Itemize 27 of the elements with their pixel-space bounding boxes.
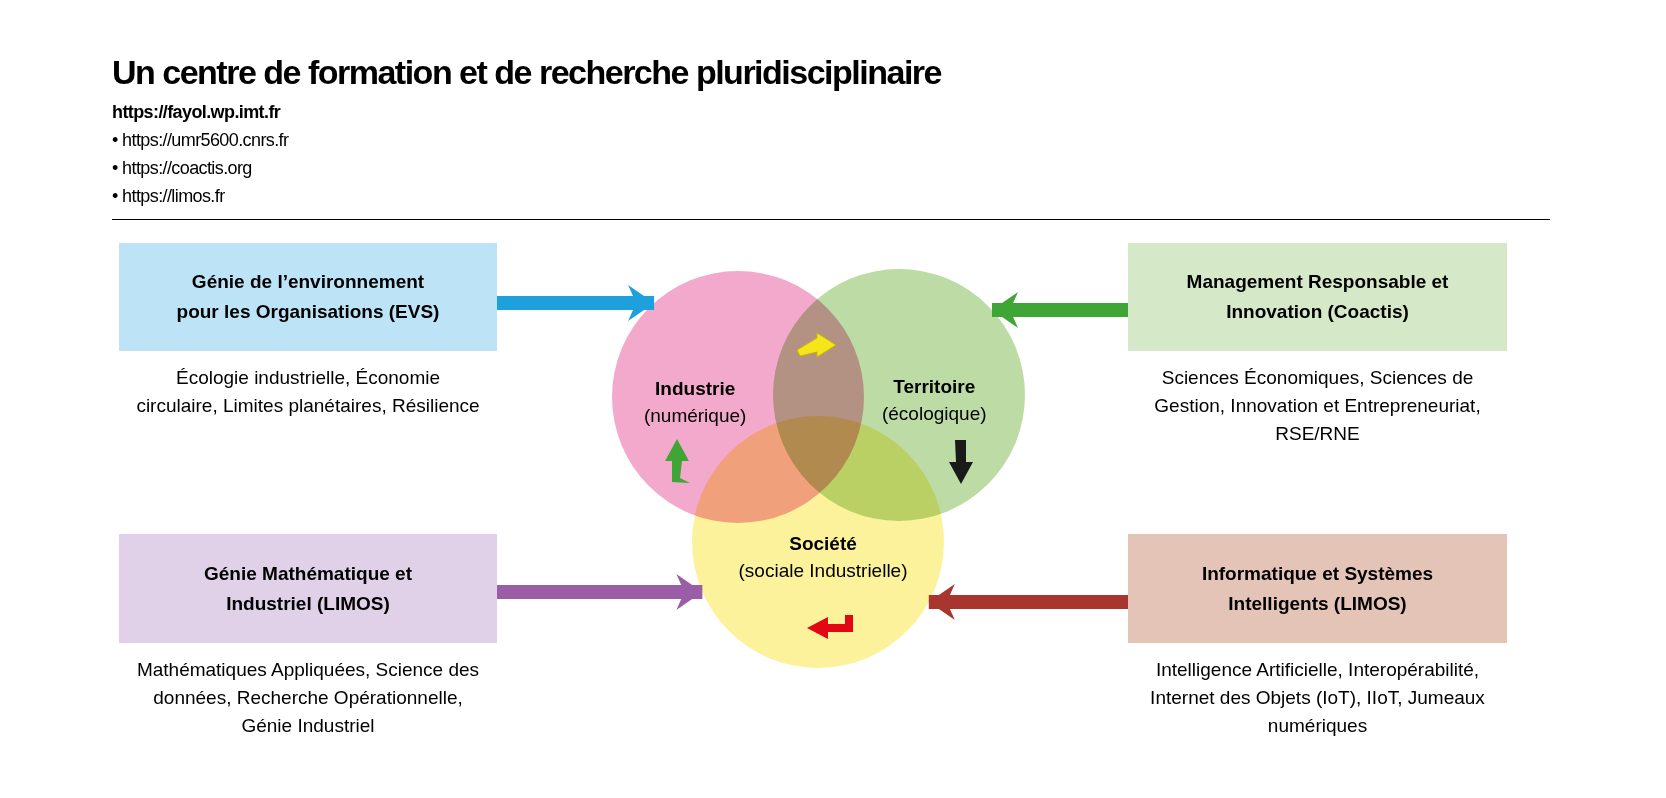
lab-title: Génie de l’environnement pour les Organisations (EVS): [175, 270, 441, 324]
lab-title: Génie Mathématique et Industriel (LIMOS): [203, 561, 413, 616]
lab-title: Management Responsable et Innovation (Coactis): [1185, 270, 1450, 324]
circle-heading: Société: [789, 532, 857, 557]
title: Un centre de formation et de recherche pluridisciplinaire: [112, 52, 941, 92]
research-topics: Sciences Économiques, Sciences de Gestion, Innovation et Entrepreneuriat, RSE/RNE: [1153, 366, 1482, 446]
lab-box: [1128, 534, 1507, 643]
circle-subheading: (écologique): [882, 402, 987, 427]
circle-subheading: (numérique): [643, 404, 747, 429]
arrow: [497, 285, 655, 321]
arrow: [497, 574, 703, 610]
circle-heading: Territoire: [893, 375, 976, 400]
arrow: [992, 292, 1128, 328]
lab-box: [119, 243, 497, 351]
research-topics: Mathématiques Appliquées, Science des données, Recherche Opérationnelle, Génie Industriel: [135, 658, 481, 738]
url-text: https://fayol.wp.imt.fr: [112, 101, 282, 124]
url-text: • https://limos.fr: [112, 185, 226, 208]
circle-subheading: (sociale Industrielle): [738, 559, 908, 584]
lab-box: [119, 534, 497, 643]
research-topics: Intelligence Artificielle, Interopérabilité, Internet des Objets (IoT), IIoT, Jumeaux numériques: [1149, 658, 1486, 738]
circle-heading: Industrie: [655, 377, 736, 402]
lab-title: Informatique et Systèmes Intelligents (LIMOS): [1200, 561, 1435, 616]
arrow: [928, 584, 1128, 620]
research-topics: Écologie industrielle, Économie circulaire, Limites planétaires, Résilience: [135, 366, 481, 418]
lab-box: [1128, 243, 1507, 351]
url-text: • https://umr5600.cnrs.fr: [112, 129, 289, 152]
url-text: • https://coactis.org: [112, 157, 253, 180]
